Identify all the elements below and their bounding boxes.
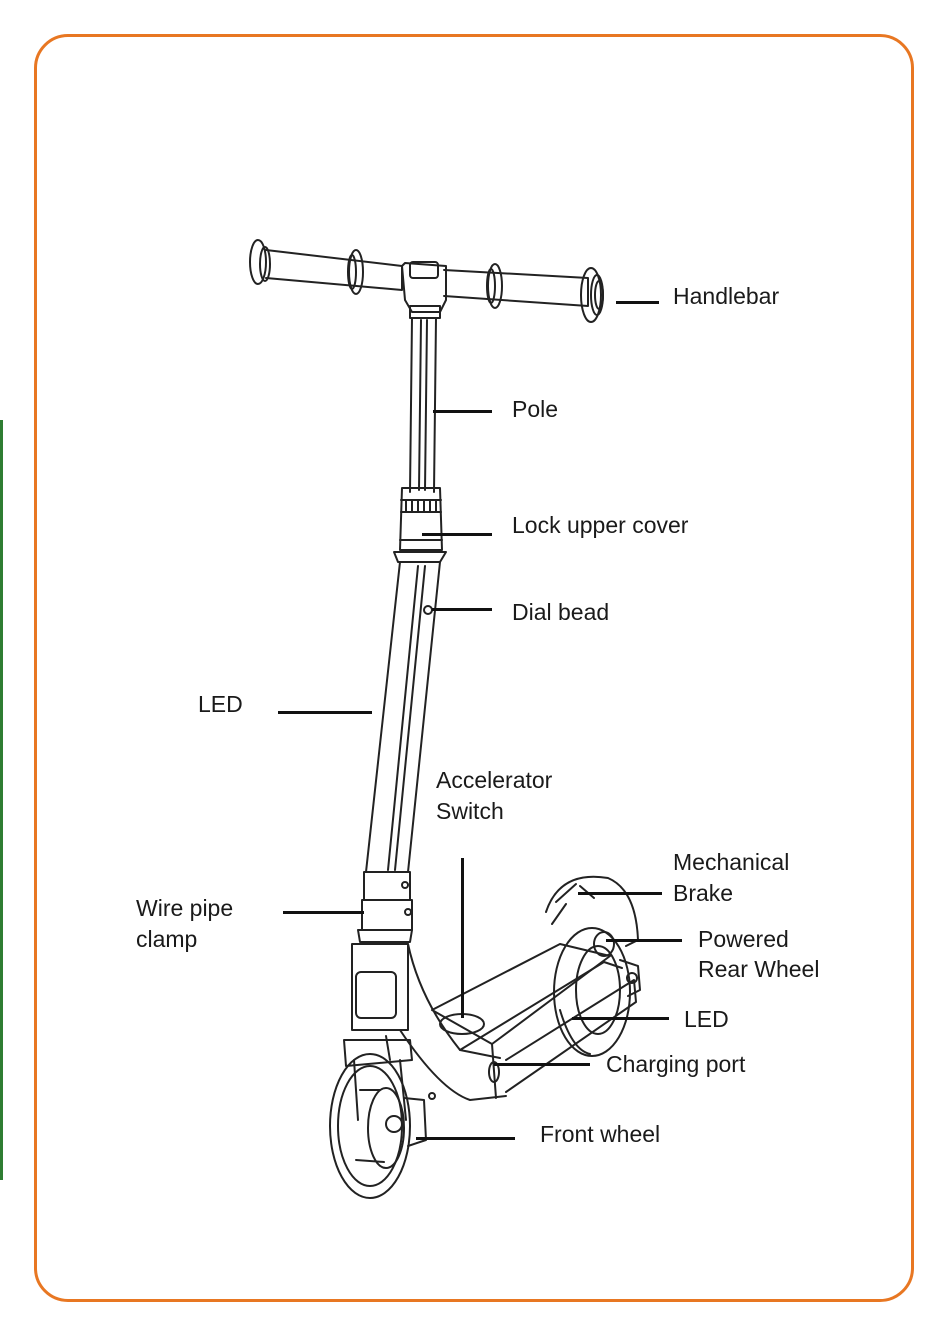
label-charging-port: Charging port [606,1051,746,1077]
leader-accelerator [461,858,464,1018]
pole-part [409,317,437,493]
label-handlebar: Handlebar [673,283,780,309]
leader-dial-bead [432,608,492,611]
label-mechanical-line1: Mechanical [673,849,790,875]
leader-powered-rear-wheel [606,939,682,942]
diagram-frame [34,34,914,1302]
leader-pole [433,410,492,413]
label-mechanical-line2: Brake [673,880,734,906]
label-front-wheel: Front wheel [540,1121,661,1147]
stem-part [343,943,413,1121]
label-wire-line2: clamp [136,926,198,952]
leader-charging-port [494,1063,590,1066]
leader-wire-clamp [283,911,364,914]
lower-pole-part [365,561,441,873]
label-led-deck: LED [684,1006,729,1032]
clamp-part [357,871,413,943]
label-wire-line1: Wire pipe [136,895,234,921]
deck-part [399,943,641,1101]
label-accelerator-line2: Switch [436,798,504,824]
label-dial-bead: Dial bead [512,599,610,625]
label-lock-upper-cover: Lock upper cover [512,512,689,538]
front-wheel-part [329,1053,436,1199]
leader-led-pole [278,711,372,714]
handlebar-part [249,239,604,323]
leader-handlebar [616,301,659,304]
label-accelerator-line1: Accelerator [436,767,553,793]
label-powered-line2: Rear Wheel [698,956,820,982]
lock-cover-part [393,487,447,563]
rear-wheel-part [545,875,639,1057]
label-powered-line1: Powered [698,926,789,952]
leader-led-deck [572,1017,669,1020]
page-edge-strip [0,420,3,1180]
leader-lock-cover [422,533,492,536]
leader-front-wheel [416,1137,515,1140]
label-pole: Pole [512,396,559,422]
label-led-pole: LED [198,691,243,717]
leader-mechanical-brake [578,892,662,895]
